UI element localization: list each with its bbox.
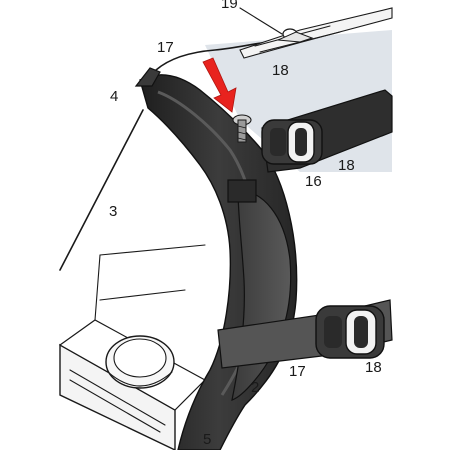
callout-18-top: 18 (272, 62, 289, 79)
red-arrow (202, 57, 237, 113)
callout-17-bottom: 17 (289, 363, 306, 380)
cable-3 (59, 109, 144, 271)
callout-18-bottom: 18 (365, 359, 382, 376)
leader-19 (239, 7, 283, 35)
callout-3: 3 (109, 203, 117, 220)
cable-17-top (155, 41, 269, 71)
strap-loop-16 (227, 179, 257, 203)
callout-2: 2 (251, 379, 259, 396)
lower-buckle-18 (315, 305, 385, 359)
callout-19: 19 (221, 0, 238, 12)
bolt (232, 114, 252, 143)
round-cup (105, 335, 175, 389)
callout-5: 5 (203, 431, 211, 448)
top-strap-19 (239, 7, 393, 59)
callout-17-top: 17 (157, 39, 174, 56)
bracket-hook-4 (134, 67, 161, 87)
callout-16: 16 (305, 173, 322, 190)
upper-buckle-18 (261, 119, 323, 165)
callout-18-mid: 18 (338, 157, 355, 174)
callout-4: 4 (110, 88, 118, 105)
